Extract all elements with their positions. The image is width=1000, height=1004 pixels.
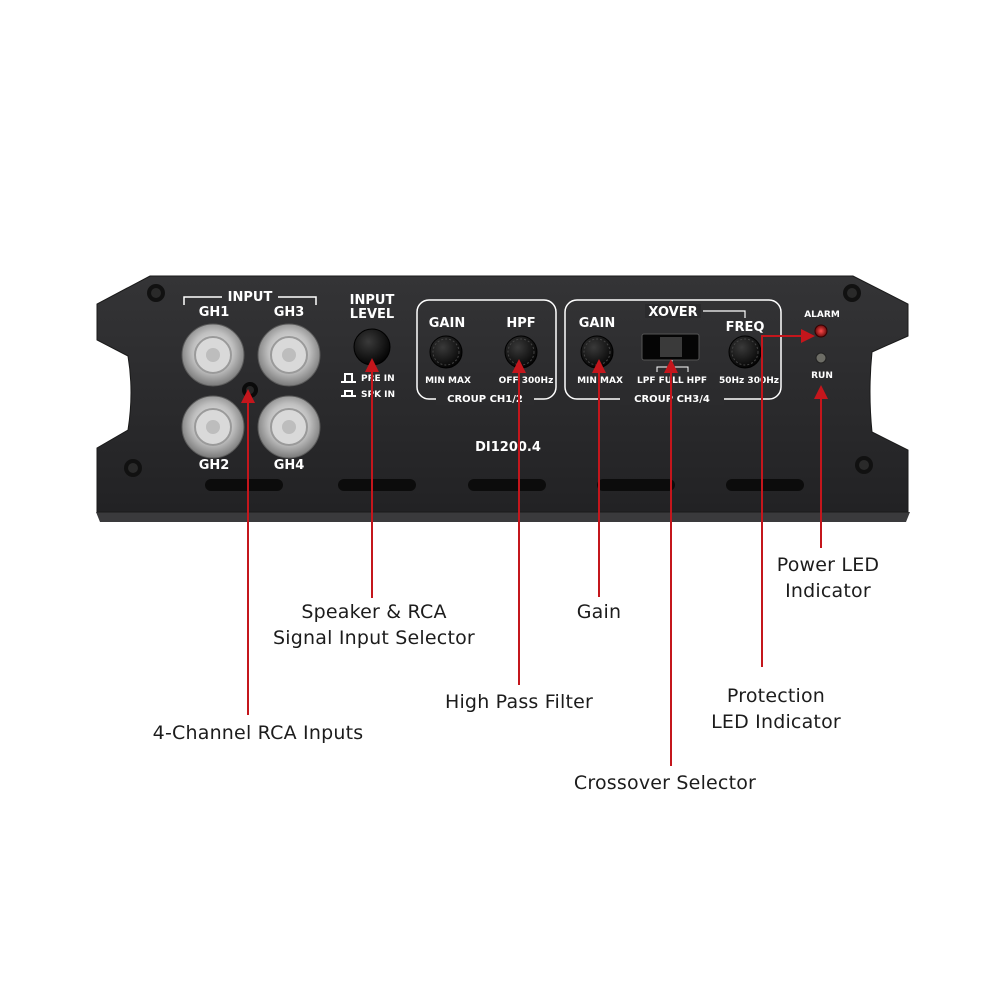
input-level-label-line1: INPUT — [350, 293, 395, 308]
rca-jack-ch3[interactable] — [257, 323, 321, 387]
callout-hpf: High Pass Filter — [445, 689, 593, 715]
chassis-base-plate — [96, 512, 910, 522]
rca-ch2-label: GH2 — [199, 458, 230, 473]
rca-jack-ch4[interactable] — [257, 395, 321, 459]
vent-slot — [726, 479, 804, 491]
pre-in-switch-icon — [341, 373, 356, 383]
run-led — [815, 352, 827, 364]
input-group-bracket — [183, 296, 317, 305]
hpf-range: OFF 300Hz — [499, 376, 554, 386]
callout-hpf-text: High Pass Filter — [444, 691, 594, 713]
callout-power-line1: Power LED — [776, 554, 880, 576]
pointer-input-selector — [365, 358, 379, 598]
pointer-rca-inputs — [241, 389, 255, 715]
vent-slot — [468, 479, 546, 491]
freq-range: 50Hz 300Hz — [719, 376, 779, 386]
pointer-power-led — [814, 385, 828, 548]
screw-icon — [147, 284, 165, 302]
input-group-label: INPUT — [228, 290, 273, 305]
pointer-protection-led — [761, 329, 815, 667]
gain-ch12-range: MIN MAX — [425, 376, 471, 386]
gain-ch12-knob[interactable] — [429, 335, 463, 369]
alarm-label: ALARM — [804, 310, 840, 320]
freq-label: FREQ — [726, 320, 765, 335]
callout-rca-inputs-text: 4-Channel RCA Inputs — [152, 722, 364, 744]
callout-crossover: Crossover Selector — [574, 770, 756, 796]
xover-label: XOVER — [648, 305, 697, 320]
screw-icon — [124, 459, 142, 477]
spk-in-label: SPK IN — [361, 390, 395, 400]
run-label: RUN — [811, 371, 833, 381]
vent-slot — [205, 479, 283, 491]
pointer-crossover — [664, 359, 678, 766]
callout-protection-line1: Protection — [726, 685, 826, 707]
xover-label-bg — [645, 304, 701, 318]
vent-slot — [338, 479, 416, 491]
callout-protection-line2: LED Indicator — [711, 711, 841, 733]
hpf-label: HPF — [506, 316, 535, 331]
freq-knob[interactable] — [728, 335, 762, 369]
group-ch12-label: CROUP CH1/2 — [447, 394, 523, 405]
pointer-gain — [592, 359, 606, 597]
alarm-led — [814, 324, 828, 338]
rca-ch1-label: GH1 — [199, 305, 230, 320]
callout-gain-text: Gain — [576, 601, 622, 623]
pointer-hpf — [512, 359, 526, 685]
model-label: DI1200.4 — [475, 440, 541, 455]
gain-ch34-range: MIN MAX — [577, 376, 623, 386]
rca-ch3-label: GH3 — [274, 305, 305, 320]
callout-input-selector: Speaker & RCA Signal Input Selector — [273, 599, 475, 651]
group-ch34-label: CROUP CH3/4 — [634, 394, 710, 405]
callout-crossover-text: Crossover Selector — [573, 772, 757, 794]
vent-slot — [597, 479, 675, 491]
rca-jack-ch1[interactable] — [181, 323, 245, 387]
callout-power-line2: Indicator — [785, 580, 871, 602]
gain-ch34-label: GAIN — [579, 316, 615, 331]
xover-bracket — [703, 310, 746, 318]
callout-power-led: Power LED Indicator — [777, 552, 880, 604]
callout-input-selector-line1: Speaker & RCA — [301, 601, 447, 623]
pre-in-label: PRE IN — [361, 374, 395, 384]
spk-in-switch-icon — [341, 390, 356, 397]
gain-ch12-label: GAIN — [429, 316, 465, 331]
callout-input-selector-line2: Signal Input Selector — [273, 627, 475, 649]
rca-ch4-label: GH4 — [274, 458, 305, 473]
screw-icon — [855, 456, 873, 474]
callout-protection-led: Protection LED Indicator — [711, 683, 841, 735]
crossover-slide-switch[interactable] — [641, 333, 700, 361]
input-level-label-line2: LEVEL — [350, 307, 394, 322]
callout-gain: Gain — [577, 599, 622, 625]
screw-icon — [843, 284, 861, 302]
rca-jack-ch2[interactable] — [181, 395, 245, 459]
callout-rca-inputs: 4-Channel RCA Inputs — [153, 720, 364, 746]
group-ch12-label-bg — [436, 391, 534, 405]
